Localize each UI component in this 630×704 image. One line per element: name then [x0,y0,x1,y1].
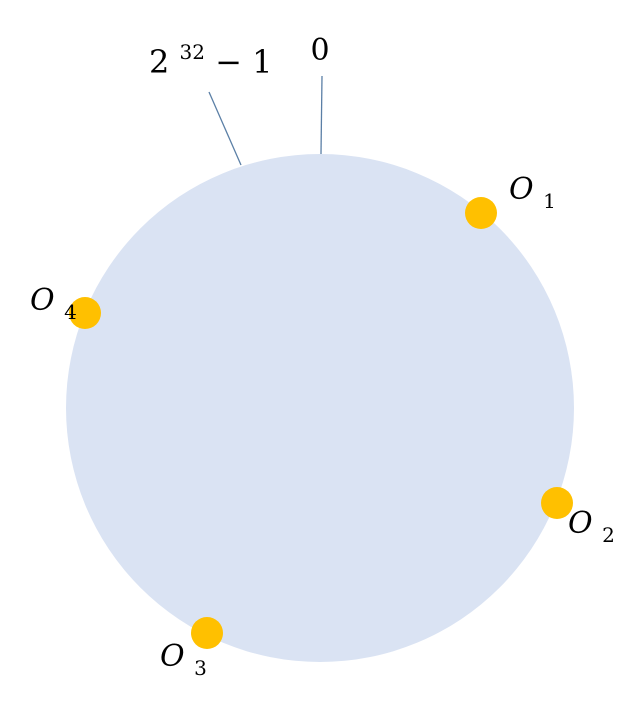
max-rest: − 1 [215,43,272,81]
zero-pointer-line [320,75,323,155]
node-o3-label: O 3 [160,639,207,680]
node-o4-label: O 4 [30,283,77,324]
node-o2 [541,487,573,519]
node-o1-label: O 1 [509,172,556,213]
max-exponent: 32 [180,40,205,64]
node-o2-name: O [568,506,593,541]
node-o2-label: O 2 [568,506,615,547]
node-o2-sub: 2 [602,523,615,547]
node-o3 [191,617,223,649]
node-o3-name: O [160,639,185,674]
node-o1-name: O [509,172,534,207]
max-base: 2 [149,43,169,81]
node-o1-sub: 1 [543,189,556,213]
max-value-label: 2 32 − 1 [149,29,273,81]
node-o3-sub: 3 [194,656,207,680]
max-pointer-line [208,91,242,166]
hash-ring [66,154,574,662]
zero-label: 0 [310,33,329,68]
node-o4-sub: 4 [64,300,77,324]
node-o4 [69,297,101,329]
node-o1 [465,197,497,229]
node-o4-name: O [30,283,55,318]
